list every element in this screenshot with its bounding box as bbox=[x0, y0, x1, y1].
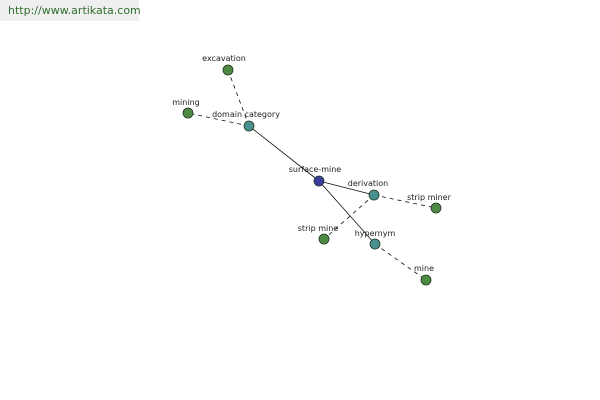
edge-domain-category-mining bbox=[187, 112, 250, 127]
node-label-domain-category: domain category bbox=[212, 110, 280, 119]
edge-derivation-strip-miner bbox=[373, 194, 437, 209]
node-label-derivation: derivation bbox=[348, 179, 388, 188]
node-label-excavation: excavation bbox=[202, 54, 246, 63]
edge-hypernym-mine bbox=[374, 243, 427, 281]
graph-edges bbox=[187, 69, 437, 281]
node-surface-mine[interactable]: surface-mine bbox=[289, 165, 342, 187]
node-strip-mine[interactable]: strip mine bbox=[298, 224, 339, 245]
node-label-strip-miner: strip miner bbox=[407, 193, 451, 202]
node-circle-strip-miner[interactable] bbox=[430, 202, 442, 214]
node-circle-hypernym[interactable] bbox=[369, 238, 381, 250]
node-hypernym[interactable]: hypernym bbox=[355, 229, 396, 250]
node-mine[interactable]: mine bbox=[414, 264, 434, 286]
edge-derivation-strip-mine bbox=[323, 194, 375, 240]
node-label-mining: mining bbox=[172, 98, 199, 107]
edge-surface-mine-hypernym bbox=[318, 180, 376, 245]
url-banner: http://www.artikata.com bbox=[0, 0, 141, 21]
node-circle-derivation[interactable] bbox=[368, 189, 380, 201]
node-circle-excavation[interactable] bbox=[222, 64, 234, 76]
node-label-hypernym: hypernym bbox=[355, 229, 396, 238]
node-label-surface-mine: surface-mine bbox=[289, 165, 342, 174]
node-domain-category[interactable]: domain category bbox=[212, 110, 280, 132]
node-excavation[interactable]: excavation bbox=[202, 54, 246, 76]
graph-nodes: surface-mine domain category derivation hyp… bbox=[172, 54, 452, 286]
node-label-strip-mine: strip mine bbox=[298, 224, 339, 233]
site-url-link[interactable]: http://www.artikata.com bbox=[8, 4, 141, 17]
node-label-mine: mine bbox=[414, 264, 434, 273]
edge-surface-mine-domain-category bbox=[248, 125, 320, 182]
node-strip-miner[interactable]: strip miner bbox=[407, 193, 452, 214]
node-circle-surface-mine[interactable] bbox=[313, 175, 325, 187]
node-circle-strip-mine[interactable] bbox=[318, 233, 330, 245]
node-mining[interactable]: mining bbox=[172, 98, 200, 119]
edge-domain-category-excavation bbox=[227, 69, 250, 127]
node-circle-mining[interactable] bbox=[182, 107, 194, 119]
node-circle-domain-category[interactable] bbox=[243, 120, 255, 132]
edge-surface-mine-derivation bbox=[318, 180, 375, 196]
node-derivation[interactable]: derivation bbox=[348, 179, 388, 201]
node-circle-mine[interactable] bbox=[420, 274, 432, 286]
